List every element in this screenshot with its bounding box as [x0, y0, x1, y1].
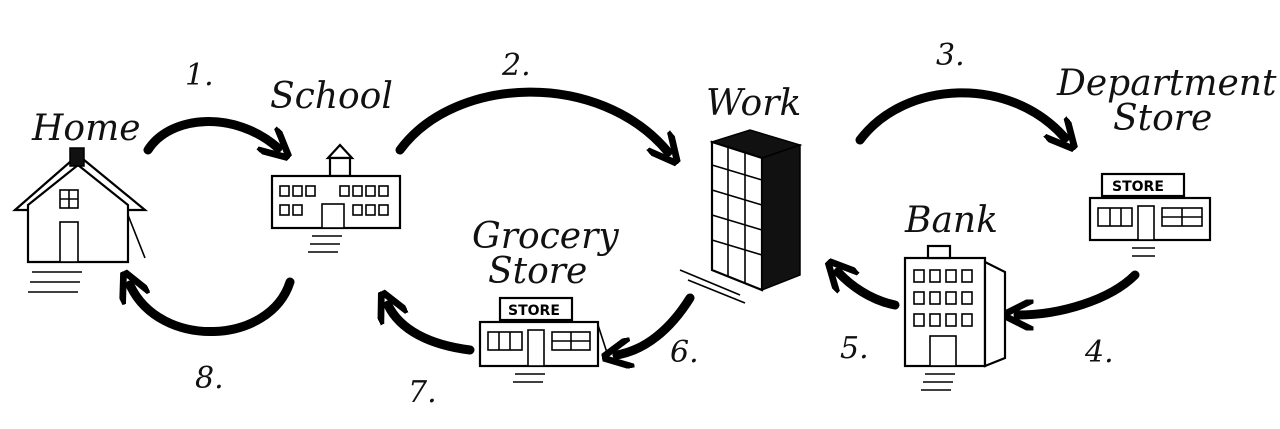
step-2-number: 2. — [501, 48, 531, 83]
department-store-sign: STORE — [1112, 179, 1164, 195]
home-icon — [12, 147, 149, 293]
bank-icon — [903, 244, 1007, 391]
arrow-work-to-grocery-store — [617, 293, 695, 355]
step-4-number: 4. — [1084, 335, 1114, 370]
department-store-icon: STORE — [1088, 172, 1212, 257]
department-store-label-line1: Department — [1056, 63, 1277, 104]
school-label: School — [270, 76, 393, 117]
department-store-label-line2: Store — [1113, 98, 1212, 139]
work-building-icon — [679, 129, 803, 304]
step-1-number: 1. — [185, 58, 214, 93]
step-8-number: 8. — [195, 361, 224, 396]
bank-label: Bank — [904, 200, 998, 241]
arrow-grocery-store-to-home-via-7 — [388, 305, 475, 355]
bank-windows — [913, 269, 973, 327]
grocery-store-icon: STORE — [478, 296, 611, 383]
step-7-number: 7. — [408, 375, 437, 410]
arrow-department-store-to-bank — [1018, 270, 1140, 315]
grocery-store-label-line2: Store — [488, 251, 587, 292]
arrow-school-to-work — [395, 87, 668, 152]
school-icon — [270, 143, 402, 253]
school-windows — [279, 185, 389, 216]
step-5-number: 5. — [840, 331, 869, 366]
step-6-number: 6. — [670, 335, 699, 370]
arrow-home-to-school — [143, 117, 278, 150]
grocery-store-label-line1: Grocery — [472, 216, 619, 257]
arrow-work-to-department-store — [855, 88, 1065, 140]
work-label: Work — [706, 83, 801, 124]
step-3-number: 3. — [936, 38, 965, 73]
arrow-school-to-home — [130, 282, 295, 336]
grocery-store-sign: STORE — [508, 303, 560, 319]
home-label: Home — [31, 108, 141, 149]
arrow-bank-to-work — [838, 272, 900, 310]
